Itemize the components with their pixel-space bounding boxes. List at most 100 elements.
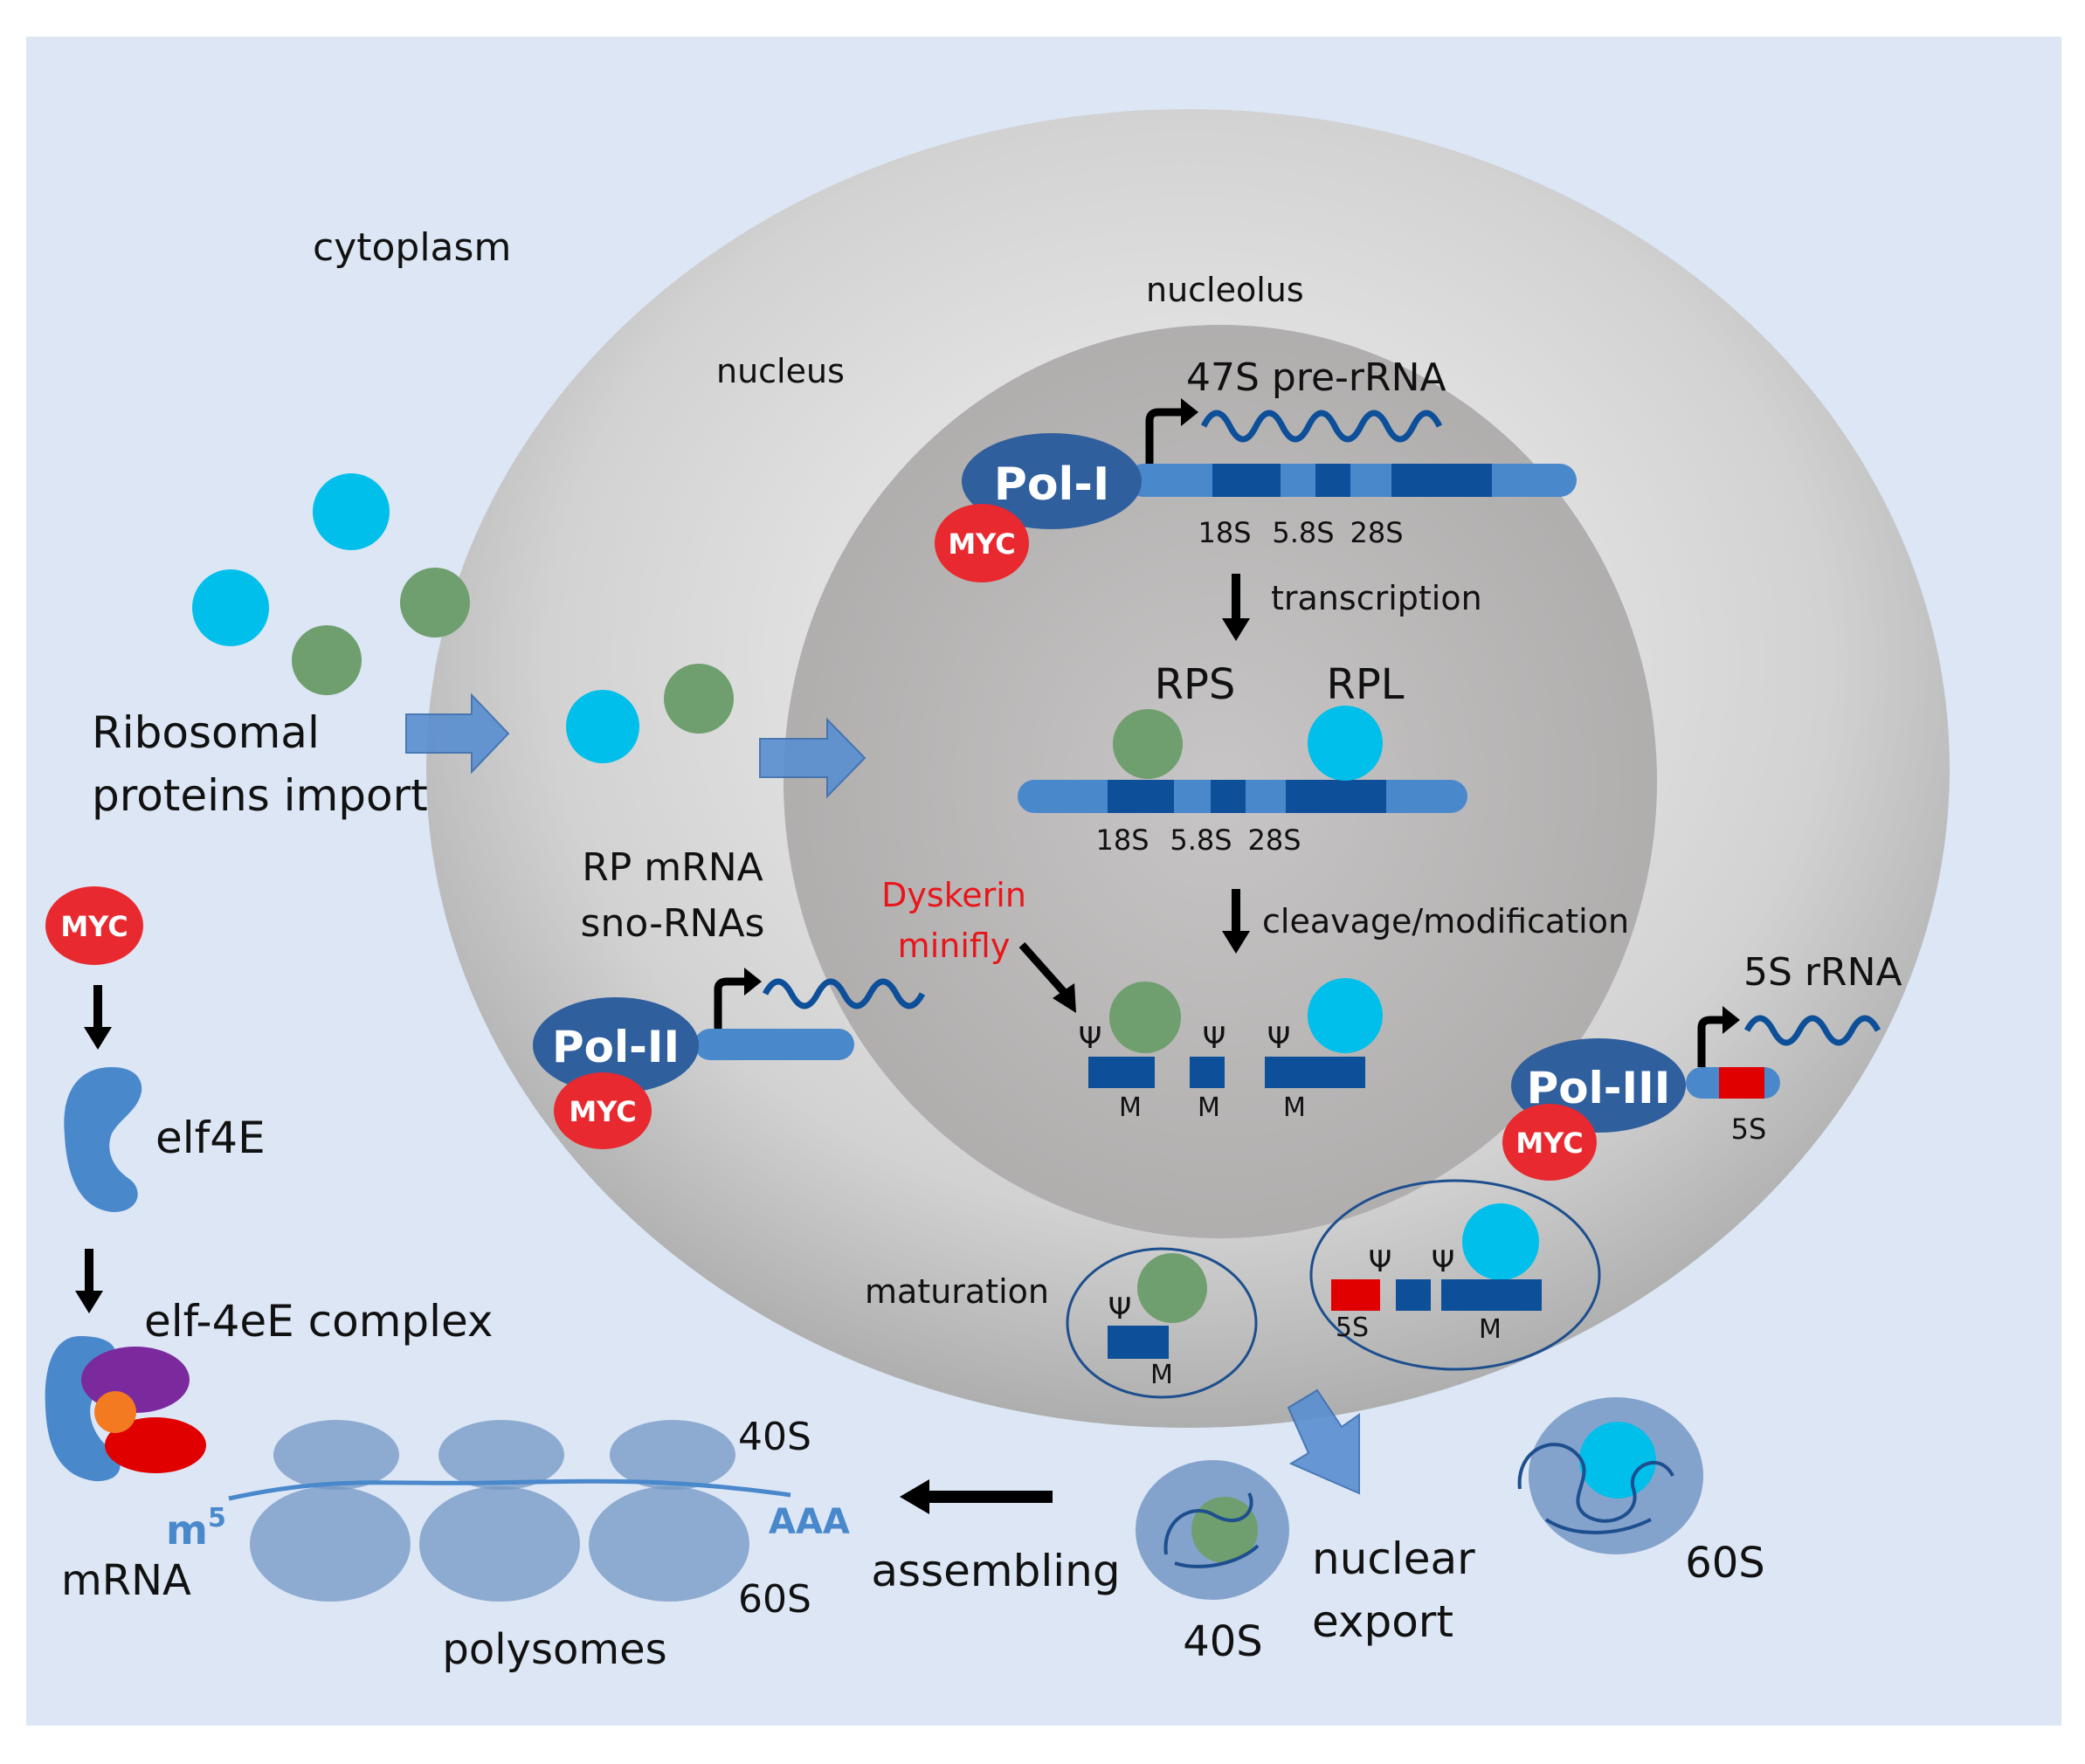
modified-rrna-stage: Ψ Ψ Ψ M M M (1079, 978, 1383, 1123)
modified-rpl-protein (1308, 978, 1383, 1053)
gene-28s-block-top (1391, 464, 1492, 497)
cleavage-arrow-head (1222, 931, 1250, 954)
elf4ee-orange-subunit (94, 1391, 136, 1433)
myc-to-elf4e-arrow-head (84, 1027, 112, 1050)
polysomes-group: m5 AAA mRNA 40S 60S polysomes (61, 1415, 850, 1674)
dyskerin-arrow-shaft (1018, 942, 1067, 995)
myc-badge-pol-i (935, 504, 1029, 582)
label-58s-top: 5.8S (1272, 516, 1334, 549)
transcription-start-arrow-pol-iii (1697, 1016, 1723, 1067)
rps-label: RPS (1155, 660, 1236, 709)
psi-mark-60s-2: Ψ (1432, 1244, 1455, 1279)
modified-rps-protein (1109, 982, 1181, 1053)
nuclear-label: nuclear (1312, 1533, 1475, 1584)
modified-58s-block (1190, 1057, 1225, 1088)
assembling-step: assembling (871, 1479, 1121, 1596)
import-arrow-1 (405, 693, 510, 775)
label-5s-precursor: 5S (1336, 1313, 1369, 1343)
myc-label-cytoplasm: MYC (60, 910, 128, 943)
cyan-protein-2 (192, 569, 269, 646)
polysome-mrna-strand (228, 1478, 791, 1501)
pol-i-enzyme (962, 433, 1142, 529)
pol-ii-label: Pol-II (552, 1022, 680, 1072)
psi-mark-60s-1: Ψ (1369, 1244, 1392, 1279)
rps-rpl-stage: RPS RPL 18S 5.8S 28S (1018, 660, 1467, 857)
nuclear-export-group: 40S nuclear export 60S (1136, 1388, 1765, 1666)
m-mark-60s: M (1479, 1314, 1502, 1345)
rpl-protein (1308, 706, 1383, 781)
m5-cap-superscript: 5 (208, 1503, 226, 1533)
dyskerin-annotation: Dyskerin minifly (881, 876, 1076, 1013)
rrna-5s-wave (1743, 1015, 1881, 1046)
rps-protein (1113, 709, 1183, 779)
transcription-step: transcription (1222, 574, 1482, 641)
assembling-label: assembling (871, 1546, 1120, 1596)
modified-18s-block (1088, 1057, 1155, 1088)
m-mark-2: M (1198, 1092, 1220, 1123)
elf4ee-complex-label: elf-4eE complex (144, 1296, 494, 1347)
label-28s-middle: 28S (1247, 823, 1301, 857)
polysome-40s-label: 40S (738, 1415, 811, 1459)
psi-mark-1: Ψ (1079, 1021, 1102, 1056)
pol-ii-mrna-wave (762, 978, 926, 1009)
cytoplasm-label: cytoplasm (313, 225, 511, 270)
green-protein-1 (400, 568, 470, 637)
myc-label-pol-iii: MYC (1515, 1127, 1583, 1160)
exported-60s-label: 60S (1685, 1539, 1765, 1588)
transcription-arrow-head (1222, 618, 1250, 641)
polysome-60s-1 (250, 1486, 411, 1602)
m-mark-40s: M (1150, 1360, 1173, 1390)
cleavage-step: cleavage/modification (1222, 889, 1629, 954)
pol-i-label: Pol-I (994, 458, 1110, 511)
precursor-40s-protein (1137, 1253, 1207, 1323)
gene-18s-block-top (1212, 464, 1281, 497)
myc-label-pol-ii: MYC (569, 1095, 636, 1128)
pre-rrna-47s-label: 47S pre-rRNA (1186, 355, 1446, 400)
elf4e-protein (64, 1067, 142, 1212)
gene-18s-block-middle (1108, 780, 1174, 813)
m5-cap-label: m5 (166, 1503, 226, 1554)
polysome-60s-label: 60S (738, 1577, 811, 1622)
polysome-40s-1 (273, 1420, 399, 1490)
exported-40s-rrna-coil (1163, 1492, 1260, 1568)
label-5s-gene: 5S (1731, 1113, 1767, 1146)
large-subunit-precursor (1309, 1179, 1601, 1371)
pre-rrna-47s-wave (1200, 410, 1443, 443)
exported-40s-label: 40S (1183, 1617, 1263, 1666)
nucleolus-label: nucleolus (1146, 271, 1304, 309)
transcription-arrowhead-pol-i (1181, 398, 1198, 426)
rpl-label: RPL (1326, 660, 1404, 709)
translation-initiation-column: MYC elf4E elf-4eE complex (45, 886, 494, 1482)
label-18s-middle: 18S (1095, 823, 1149, 857)
pol-i-group: Pol-I MYC 47S pre-rRNA 18S 5.8S 28S (935, 355, 1577, 582)
myc-badge-pol-ii (554, 1072, 652, 1149)
rp-mrna-label: RP mRNA (582, 845, 763, 890)
psi-mark-3: Ψ (1267, 1021, 1291, 1056)
nuclear-export-arrow (1287, 1388, 1360, 1495)
label-28s-top: 28S (1350, 516, 1403, 549)
label-18s-top: 18S (1198, 516, 1251, 549)
gene-5s-block (1719, 1067, 1764, 1099)
green-protein-2 (292, 625, 362, 695)
myc-badge-cytoplasm (45, 886, 143, 965)
precursor-58s-rrna (1396, 1279, 1431, 1311)
elf4e-label: elf4E (155, 1113, 266, 1163)
precursor-28s-rrna (1441, 1279, 1542, 1311)
assembling-arrow-head (900, 1479, 929, 1514)
pol-ii-enzyme (533, 997, 699, 1093)
dyskerin-arrow-head (1053, 983, 1076, 1013)
m-mark-1: M (1119, 1092, 1142, 1123)
dyskerin-label: Dyskerin (881, 876, 1026, 914)
small-subunit-precursor (1066, 1247, 1258, 1399)
ribosomal-import-label-line2: proteins import (92, 770, 428, 821)
myc-label-pol-i: MYC (948, 527, 1015, 561)
myc-badge-pol-iii (1502, 1104, 1597, 1181)
transcription-start-arrow-pol-ii (714, 977, 744, 1029)
elf4e-to-complex-arrow-head (75, 1291, 103, 1313)
polysome-60s-2 (419, 1486, 580, 1602)
pol-iii-group: 5S rRNA Pol-III MYC 5S (1502, 950, 1902, 1181)
gene-58s-block-top (1315, 464, 1350, 497)
maturation-stage: maturation Ψ M Ψ Ψ 5S M (865, 1179, 1601, 1399)
